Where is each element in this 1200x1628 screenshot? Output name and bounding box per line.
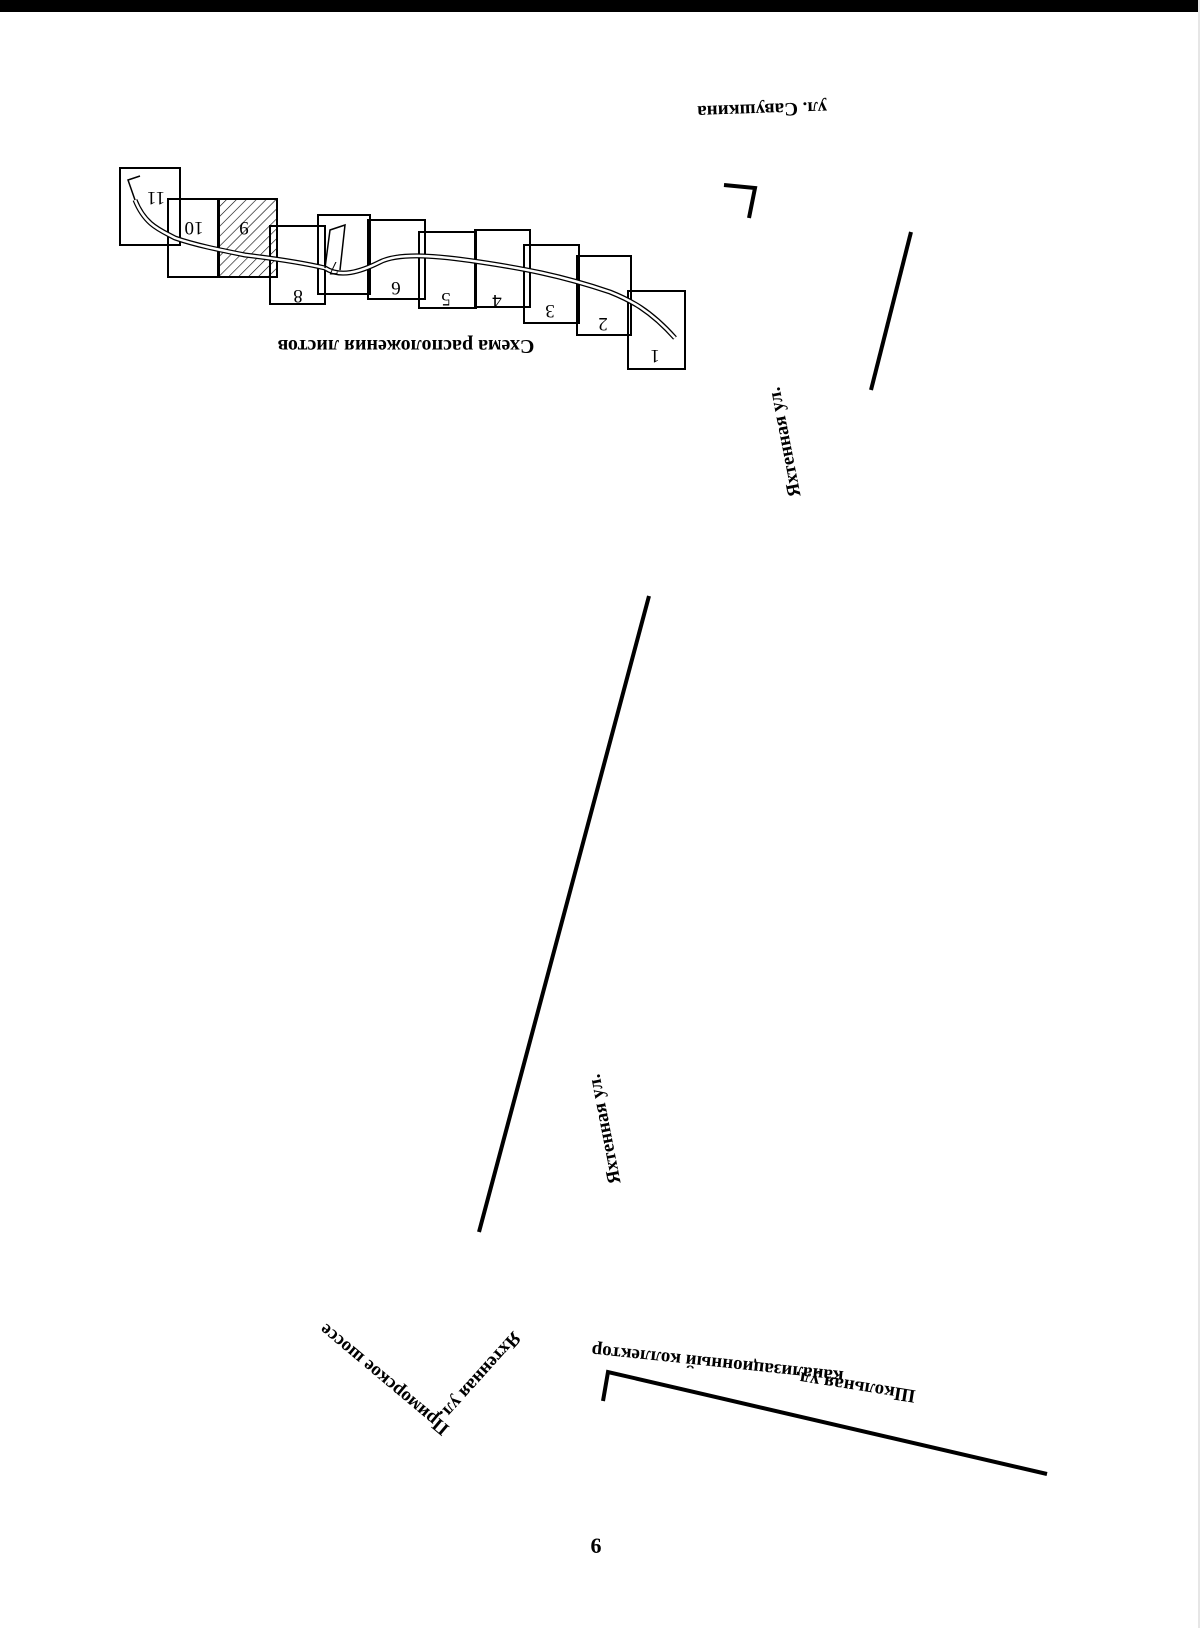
- street-label-primorskoe: Приморское шоссе: [316, 1319, 454, 1439]
- sheet-frame-9: [217, 198, 278, 278]
- sheet-frame-10: [167, 198, 220, 278]
- page-number: 6: [591, 1533, 602, 1558]
- sheet-number-9: 9: [239, 217, 249, 238]
- scheme-caption: Схема расположения листов: [277, 335, 534, 357]
- sheet-number-10: 10: [185, 217, 204, 238]
- street-label-savushkina: ул. Савушкина: [696, 97, 827, 123]
- sheet-frame-11: [119, 167, 181, 246]
- sheet-frame-7: [317, 214, 371, 295]
- sheet-frame-1: [627, 290, 686, 370]
- sheet-frame-6: [367, 219, 426, 300]
- street-label-collector: канализационный коллектор: [590, 1340, 844, 1387]
- scan-top-border: [0, 0, 1200, 12]
- street-line-upper: [869, 231, 913, 391]
- street-line-middle: [477, 595, 651, 1233]
- sheet-scheme: 1 2 3 4 5 6 7 8 9 10 11: [119, 167, 686, 370]
- sheet-number-3: 3: [545, 300, 555, 321]
- street-label-yakhtennaya-mid: Яхтенная ул.: [584, 1072, 626, 1185]
- sheet-number-8: 8: [293, 285, 303, 306]
- street-line-shkolnaya: [601, 1369, 1048, 1476]
- street-label-yakhtennaya-lower: Яхтенная ул.: [435, 1327, 525, 1424]
- sheet-number-7: 7: [329, 257, 339, 278]
- sheet-frame-2: [576, 255, 632, 336]
- sheet-number-4: 4: [492, 290, 502, 311]
- sheet-number-6: 6: [391, 277, 401, 298]
- sheet-frame-5: [418, 231, 477, 309]
- sheet-number-1: 1: [650, 345, 660, 366]
- sheet-number-11: 11: [147, 187, 165, 208]
- street-label-yakhtennaya-upper: Яхтенная ул.: [764, 385, 806, 498]
- corner-mark-top: [723, 183, 758, 219]
- scan-right-border: [1198, 0, 1200, 1628]
- sheet-number-5: 5: [441, 288, 451, 309]
- sheet-number-2: 2: [598, 313, 608, 334]
- collector-branch-7: [324, 223, 346, 271]
- collector-branch-11: [127, 175, 141, 201]
- collector-route-inner: [133, 199, 676, 339]
